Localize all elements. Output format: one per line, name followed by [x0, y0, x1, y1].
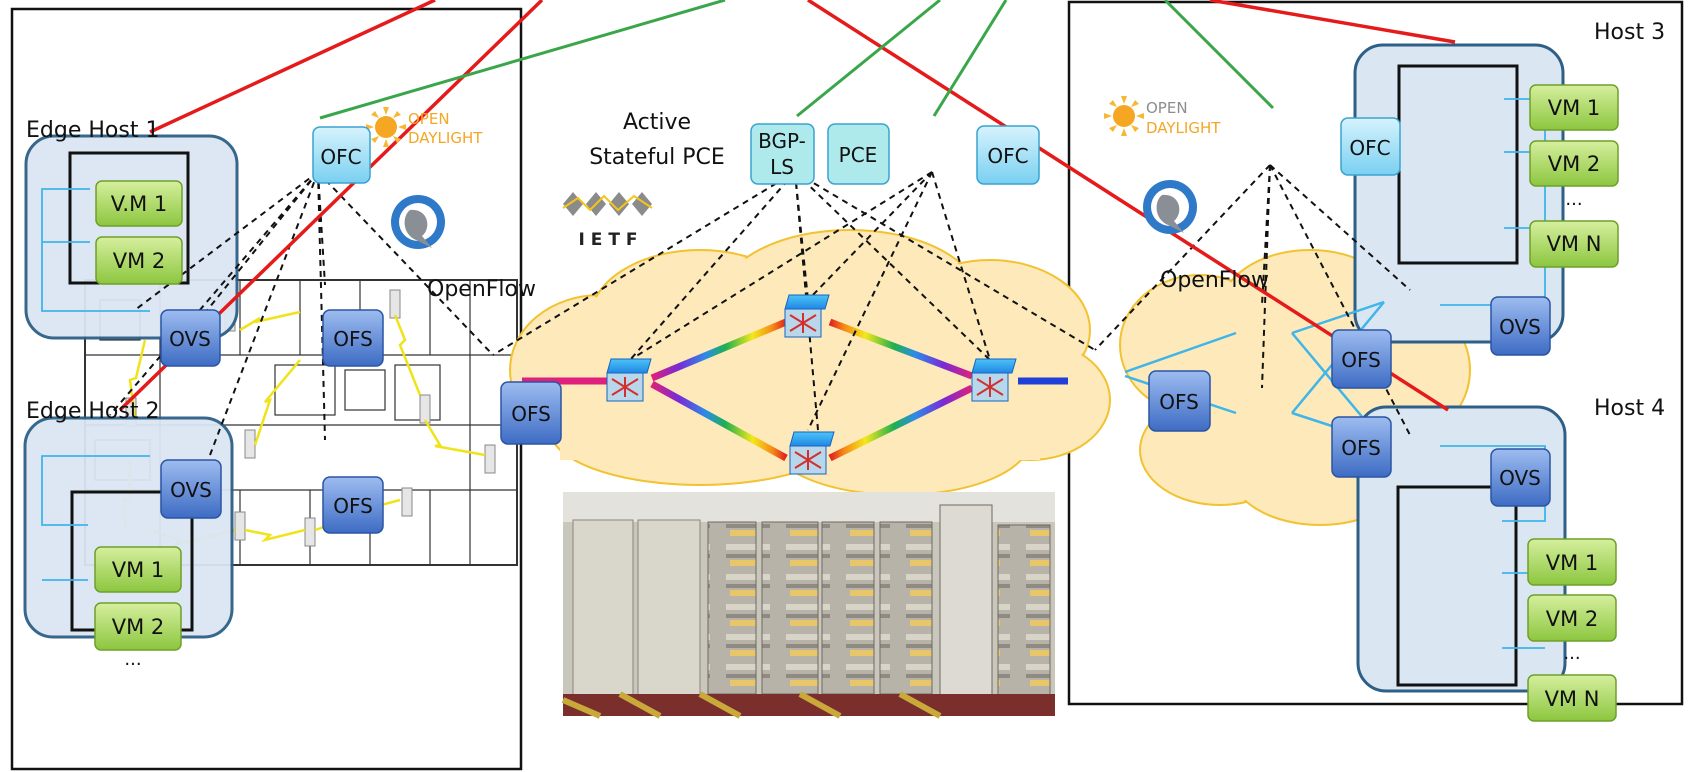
vm-box[interactable]: VM N	[1527, 674, 1617, 722]
host-3-box	[1353, 43, 1565, 344]
vm-label: VM 1	[1548, 96, 1601, 120]
ofs-label: OFS	[1341, 348, 1381, 372]
pce-label: PCE	[839, 143, 878, 167]
vm-label: VM 2	[1546, 607, 1599, 631]
ofs-switch[interactable]: OFS	[1331, 416, 1392, 478]
opendaylight-logo	[1104, 96, 1144, 136]
openflow-label: OpenFlow	[427, 277, 536, 302]
vm-box[interactable]: VM 2	[95, 236, 183, 285]
ofs-label: OFS	[511, 402, 551, 426]
bgp-ls-node[interactable]: BGP- LS	[750, 123, 815, 185]
edge-host-1-label: Edge Host 1	[26, 118, 159, 143]
vm-label: V.M 1	[111, 192, 168, 216]
ofs-switch[interactable]: OFS	[322, 309, 384, 367]
ovs-label: OVS	[170, 478, 212, 502]
ietf-text: I E T F	[579, 230, 638, 250]
opendaylight-text: OPEN	[1146, 99, 1188, 117]
roadm-icon	[606, 358, 652, 402]
vm-box[interactable]: VM 1	[1527, 538, 1617, 586]
ofs-label: OFS	[333, 494, 373, 518]
host-4-vm-frame	[1396, 485, 1518, 687]
ofs-switch[interactable]: OFS	[1331, 329, 1392, 389]
host-4-label: Host 4	[1594, 396, 1665, 421]
roadm-icon	[971, 358, 1017, 402]
openflow-label: OpenFlow	[1160, 268, 1269, 293]
openflow-icon	[1143, 180, 1197, 234]
vm-ellipsis: ...	[1565, 189, 1582, 210]
roadm-icon	[784, 294, 830, 338]
green-links	[319, 0, 1275, 120]
optical-links	[522, 318, 1068, 462]
ofs-label: OFS	[333, 327, 373, 351]
ofs-label: OFS	[1159, 390, 1199, 414]
vm-label: VM N	[1545, 687, 1600, 711]
roadm-icon	[789, 431, 835, 475]
opendaylight-text: OPEN	[408, 110, 450, 128]
ietf-logo	[562, 192, 653, 216]
vm-label: VM 1	[112, 558, 165, 582]
pce-node[interactable]: PCE	[827, 123, 890, 185]
ovs-label: OVS	[1499, 466, 1541, 490]
vm-box[interactable]: VM 1	[94, 546, 182, 593]
vm-box[interactable]: VM 2	[94, 602, 182, 651]
ovs-switch[interactable]: OVS	[160, 459, 222, 519]
bgp-ls-label: BGP-	[758, 129, 806, 153]
ofc-node[interactable]: OFC	[976, 125, 1040, 185]
ofc-node[interactable]: OFC	[312, 126, 371, 184]
pce-title-line2: Stateful PCE	[589, 145, 725, 170]
ofc-label: OFC	[987, 144, 1028, 168]
ovs-switch[interactable]: OVS	[1490, 296, 1551, 356]
ovs-switch[interactable]: OVS	[1490, 448, 1551, 507]
vm-ellipsis: ...	[1563, 643, 1580, 664]
ofs-switch[interactable]: OFS	[500, 381, 562, 445]
vm-box[interactable]: VM 2	[1529, 140, 1619, 187]
vm-label: VM N	[1547, 232, 1602, 256]
datacenter-racks-photo	[561, 492, 1055, 719]
vm-label: VM 2	[1548, 152, 1601, 176]
control-links	[109, 164, 1411, 456]
pce-title-line1: Active	[623, 110, 691, 135]
vm-box[interactable]: VM 1	[1529, 84, 1619, 131]
vm-label: VM 2	[112, 615, 165, 639]
vm-ellipsis: ...	[124, 649, 141, 670]
ovs-switch[interactable]: OVS	[160, 309, 221, 367]
ovs-label: OVS	[1499, 315, 1541, 339]
host-3-label: Host 3	[1594, 20, 1665, 45]
ofs-label: OFS	[1341, 436, 1381, 460]
opendaylight-text: DAYLIGHT	[408, 129, 483, 147]
vm-label: VM 2	[113, 249, 166, 273]
vm-box[interactable]: VM 2	[1527, 594, 1617, 642]
ofc-node[interactable]: OFC	[1340, 117, 1401, 176]
opendaylight-logo	[366, 107, 406, 147]
vm-label: VM 1	[1546, 551, 1599, 575]
ovs-label: OVS	[169, 327, 211, 351]
optical-cloud-fill	[512, 232, 1108, 493]
ofc-label: OFC	[1349, 136, 1390, 160]
edge-host-2-label: Edge Host 2	[26, 399, 159, 424]
vm-box[interactable]: VM N	[1529, 220, 1619, 268]
ofs-switch[interactable]: OFS	[322, 476, 384, 534]
ofc-label: OFC	[320, 145, 361, 169]
ofs-switch[interactable]: OFS	[1148, 370, 1211, 432]
bgp-ls-label: LS	[770, 155, 794, 179]
openflow-icon	[391, 195, 445, 249]
opendaylight-text: DAYLIGHT	[1146, 119, 1221, 137]
vm-box[interactable]: V.M 1	[95, 180, 183, 227]
